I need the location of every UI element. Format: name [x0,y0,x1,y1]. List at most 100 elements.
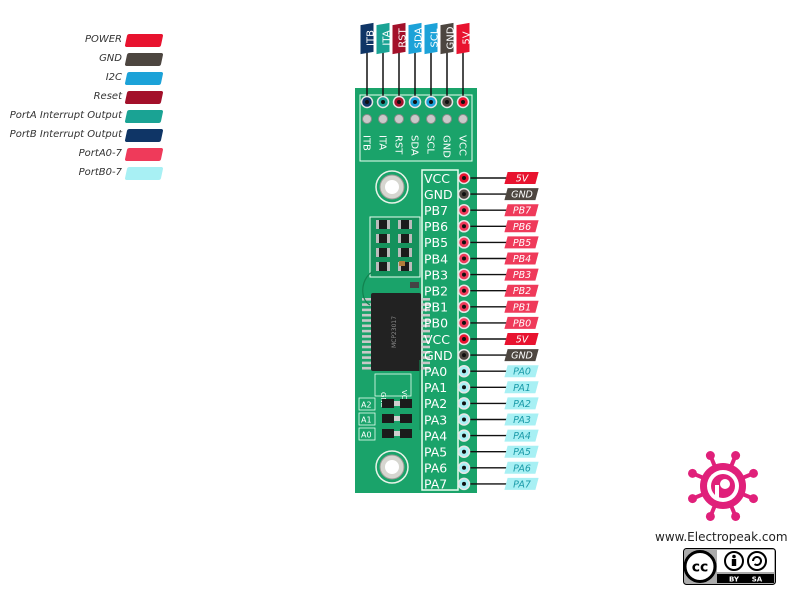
side-pin: PB7 PB7 [424,203,539,218]
address-box [358,397,376,411]
pin-silk-label: PB7 [424,203,448,218]
svg-text:cc: cc [692,560,709,576]
cc-license-badge: cc BY SA [683,548,776,585]
pad-hole [462,272,466,277]
chip-pin [420,340,430,343]
pin-tag [504,188,539,201]
pin-tag-label: PA1 [513,383,531,394]
pin-silk-label: PA2 [424,396,447,411]
chip-pin [420,313,430,317]
pin-tag [408,22,422,55]
pin-silk-label: PB2 [424,284,448,299]
chip-pin [362,319,372,322]
address-box [358,427,376,441]
pin-tag [504,172,539,184]
brand-url[interactable]: www.Electropeak.com [655,530,788,544]
smd-pad [387,262,390,271]
logo-node [748,494,758,504]
smd-pad [376,220,379,229]
chip-pin [420,351,430,354]
logo-node [688,468,698,478]
legend-label: PortB0-7 [78,167,122,178]
address-jumper [400,399,412,408]
pad-hole [462,224,466,229]
pin-tag [376,22,390,55]
logo-node [705,451,715,461]
pad-hole [462,353,466,358]
smd-capacitor [399,261,405,266]
legend-label: PortA0-7 [78,148,122,159]
header-pad-bottom [410,114,420,124]
pin-silk-label: PA6 [424,461,447,476]
pad-hole [462,192,466,197]
smd-resistor [398,220,412,229]
legend-item: PortB Interrupt Output [0,128,170,144]
pin-tag-label: PB4 [513,254,531,265]
chip-pin [362,324,372,328]
pin-silk-label: PA3 [424,412,447,427]
pad-hole [445,100,449,104]
address-pad [394,431,400,436]
pad-hole [462,369,466,374]
logo-node [731,451,741,461]
pin-tag-label: GND [511,190,533,201]
pin-silk-label: PB4 [424,251,448,266]
pin-tag-label: 5V [516,335,530,346]
chip-pin [420,308,430,312]
address-jumper [400,414,412,423]
smd-pad [376,262,379,271]
pin-tag [440,22,454,55]
pin-tag [504,252,539,265]
smd-resistor [398,248,412,257]
side-pin: PA1 PA1 [424,380,539,395]
pin-tag-label: PB7 [513,206,531,217]
pin-silk-label: ITB [361,135,372,151]
address-label: A2 [361,401,372,410]
pin-tag-label: PA7 [513,479,531,490]
header-pad-bottom [378,114,388,124]
chip-pin [420,303,430,306]
pin-tag [504,397,539,410]
chip-pin [420,361,430,365]
legend-item: PortA Interrupt Output [0,109,170,125]
chip-pin [362,298,372,301]
pin-tag [504,333,539,345]
pad-hole [462,337,466,341]
pin-silk-label: PB3 [424,267,448,282]
logo-core-bar [715,485,719,498]
pin-silk-label: PA1 [424,380,447,395]
pin-tag-label: PA4 [513,431,531,442]
legend-item: GND [0,52,170,68]
pin-tag-label: SDA [414,27,425,48]
legend-item: I2C [0,71,170,87]
mcp-chip [371,293,421,371]
pin-silk-label: PA0 [424,364,447,379]
chip-pin [362,303,372,306]
chip-pin [362,335,372,338]
legend-label: POWER [84,34,122,45]
pin-tag-label: PA2 [513,399,531,410]
pin-tag-label: PB3 [513,270,531,281]
logo-node [705,511,715,521]
pin-silk-label: VCC [424,171,450,186]
smd-pad [387,220,390,229]
pin-silk-label: PB1 [424,300,448,315]
pad-hole [462,304,466,309]
logo-node [748,468,758,478]
pcb [355,88,477,493]
pin-silk-label: VCC [424,332,450,347]
chip-pin [362,329,372,333]
